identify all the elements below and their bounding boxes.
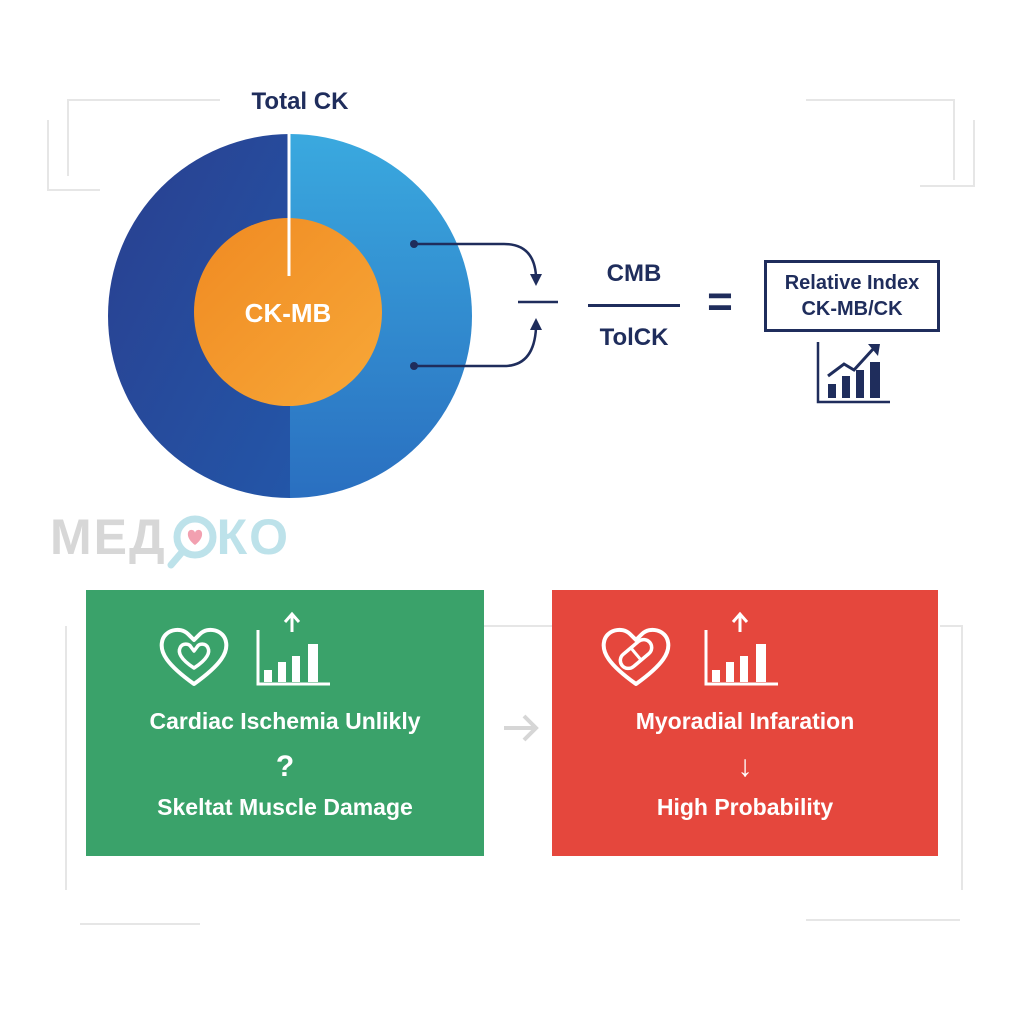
fraction-bar — [588, 304, 680, 307]
watermark-text-part2: КО — [216, 509, 291, 565]
rising-bars-icon — [256, 611, 330, 686]
connector-arrows — [410, 240, 558, 370]
magnifier-heart-icon — [167, 515, 217, 569]
equals-sign: = — [707, 277, 733, 326]
card1-line1: Cardiac Ischemia Unlikly — [149, 708, 421, 734]
card2-line2: High Probability — [656, 794, 834, 820]
card1-line2: Skeltat Muscle Damage — [157, 794, 413, 820]
relative-index-box: Relative Index CK-MB/CK — [764, 260, 940, 332]
fraction-denominator: TolCK — [599, 324, 669, 351]
relative-index-line1: Relative Index — [784, 272, 920, 294]
medoko-watermark: МЕД КО — [50, 508, 290, 569]
card-ischemia-unlikely: Cardiac Ischemia Unlikly ? Skeltat Muscl… — [86, 590, 484, 856]
total-ck-ring-chart — [108, 134, 472, 498]
card2-line1: Myoradial Infaration — [635, 708, 855, 734]
fraction-numerator: CMB — [606, 260, 662, 287]
total-ck-title: Total CK — [251, 88, 349, 115]
card-myocardial-infarction: Myoradial Infaration ↓ High Probability — [552, 590, 938, 856]
ck-mb-inner-circle — [194, 218, 382, 406]
card1-question-mark: ? — [275, 750, 295, 783]
bar-chart-trend-icon — [816, 342, 890, 404]
relative-index-line2: CK-MB/CK — [801, 298, 903, 320]
heart-bandage-icon — [601, 627, 671, 686]
card2-down-arrow: ↓ — [737, 750, 753, 783]
arrow-right-icon — [504, 714, 539, 742]
ck-mb-label: CK-MB — [244, 298, 332, 328]
rising-bars-icon — [704, 611, 778, 686]
heart-outline-icon — [159, 627, 229, 686]
watermark-text-part1: МЕД — [50, 509, 167, 565]
